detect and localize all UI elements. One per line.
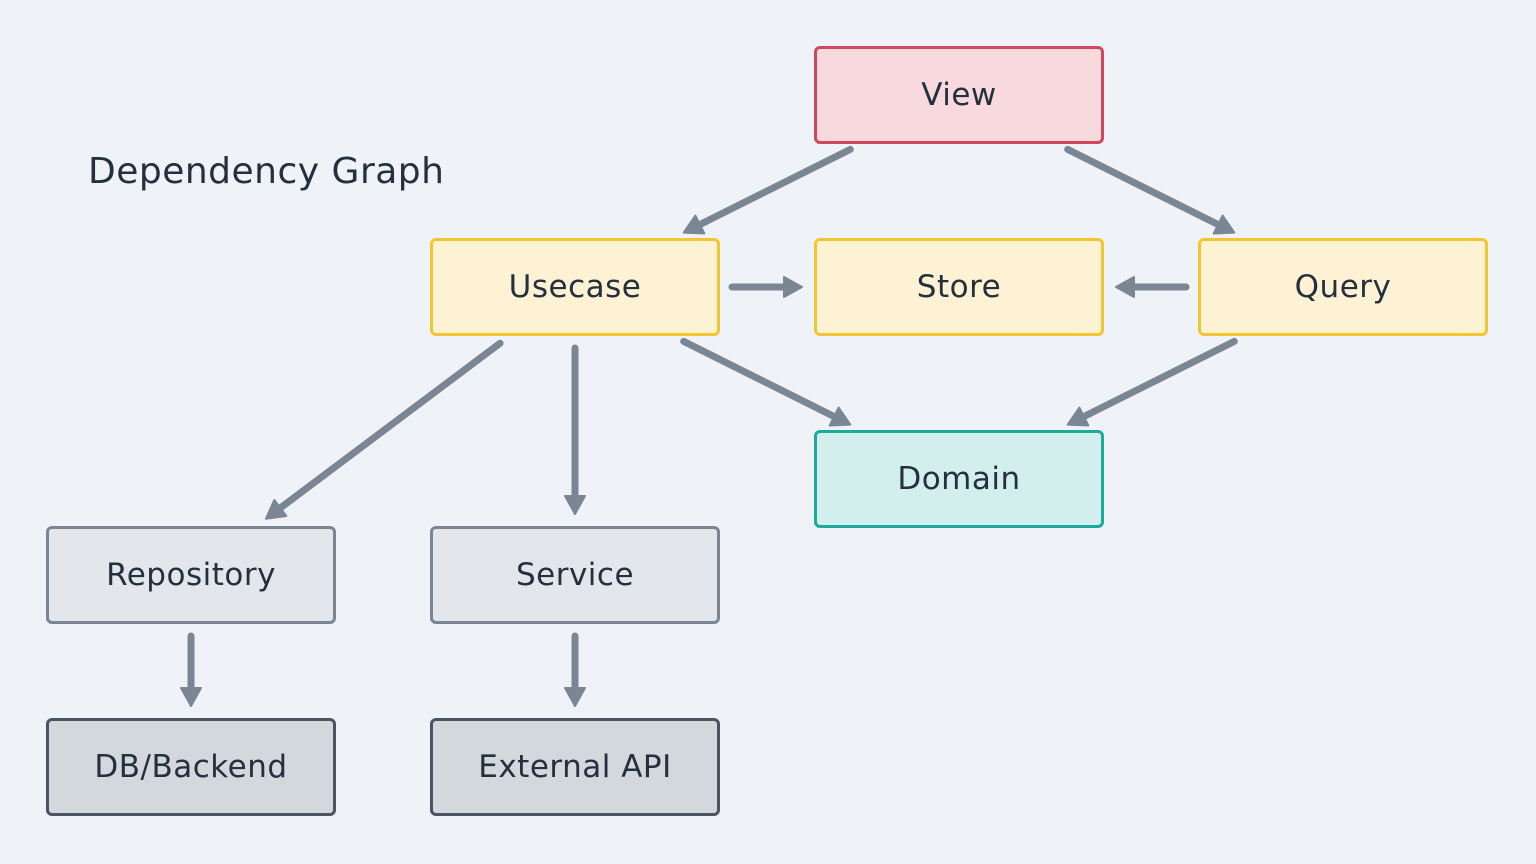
- edge-arrowhead: [180, 687, 202, 707]
- edge-line: [1064, 145, 1224, 229]
- node-repository: Repository: [46, 526, 336, 624]
- diagram-title: Dependency Graph: [88, 151, 445, 192]
- edge-arrowhead: [828, 406, 852, 427]
- edge-usecase-to-service: [564, 344, 586, 515]
- edge-arrowhead: [1115, 276, 1135, 298]
- edge-view-to-query: [1064, 145, 1236, 235]
- edge-arrowhead: [1066, 406, 1090, 427]
- node-external-api: External API: [430, 718, 720, 816]
- edge-arrowhead: [1212, 214, 1236, 235]
- edge-arrowhead: [264, 499, 288, 520]
- edge-arrowhead: [564, 495, 586, 515]
- node-query: Query: [1198, 238, 1488, 336]
- edge-line: [275, 339, 504, 513]
- edge-query-to-domain: [1066, 337, 1238, 427]
- node-usecase: Usecase: [430, 238, 720, 336]
- edge-query-to-store: [1115, 276, 1190, 298]
- edge-usecase-to-store: [728, 276, 803, 298]
- edge-line: [680, 337, 840, 421]
- edge-service-to-extapi: [564, 632, 586, 707]
- edge-usecase-to-repository: [264, 339, 504, 520]
- edge-arrowhead: [682, 214, 706, 235]
- node-view: View: [814, 46, 1104, 144]
- node-domain: Domain: [814, 430, 1104, 528]
- node-store: Store: [814, 238, 1104, 336]
- edge-repository-to-db: [180, 632, 202, 707]
- edge-usecase-to-domain: [680, 337, 852, 427]
- node-service: Service: [430, 526, 720, 624]
- edge-arrowhead: [564, 687, 586, 707]
- edge-view-to-usecase: [682, 145, 854, 235]
- edge-arrowhead: [783, 276, 803, 298]
- edge-line: [1078, 337, 1238, 421]
- node-db-backend: DB/Backend: [46, 718, 336, 816]
- edge-line: [694, 145, 854, 229]
